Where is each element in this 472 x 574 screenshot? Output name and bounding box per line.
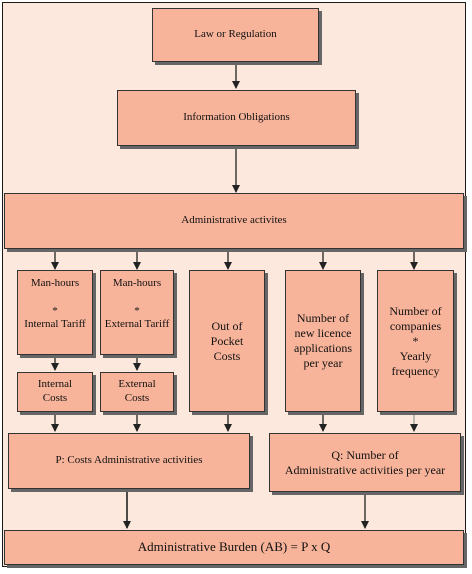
q-number-label: Q: Number of Administrative activities p… [284,447,446,477]
law-or-regulation-box: Law or Regulation [152,8,319,62]
internal-costs-box: Internal Costs [17,372,93,412]
man-hours-internal-box: Man-hours * Internal Tariff [17,270,93,355]
man-hours-internal-label: Man-hours * Internal Tariff [24,277,86,331]
administrative-burden-label: Administrative Burden (AB) = P x Q [137,539,331,555]
law-or-regulation-label: Law or Regulation [194,28,277,41]
new-licence-applications-label: Number of new licence applications per y… [294,311,352,370]
p-costs-label: P: Costs Administrative activities [55,454,203,467]
internal-costs-label: Internal Costs [37,378,73,404]
out-of-pocket-costs-box: Out of Pocket Costs [189,270,265,412]
man-hours-external-label: Man-hours * External Tariff [104,277,170,331]
number-of-companies-label: Number of companies * Yearly frequency [389,303,442,378]
administrative-burden-box: Administrative Burden (AB) = P x Q [4,530,464,565]
number-of-companies-box: Number of companies * Yearly frequency [377,270,454,412]
external-costs-box: External Costs [100,372,174,412]
man-hours-external-box: Man-hours * External Tariff [100,270,174,355]
new-licence-applications-box: Number of new licence applications per y… [285,270,361,412]
q-number-box: Q: Number of Administrative activities p… [269,433,461,492]
administrative-activities-box: Administrative activites [4,193,464,249]
p-costs-box: P: Costs Administrative activities [8,433,250,489]
external-costs-label: External Costs [118,378,156,404]
information-obligations-label: Information Obligations [183,111,290,124]
administrative-activities-label: Administrative activites [181,214,287,227]
information-obligations-box: Information Obligations [117,90,356,146]
out-of-pocket-costs-label: Out of Pocket Costs [210,318,244,363]
